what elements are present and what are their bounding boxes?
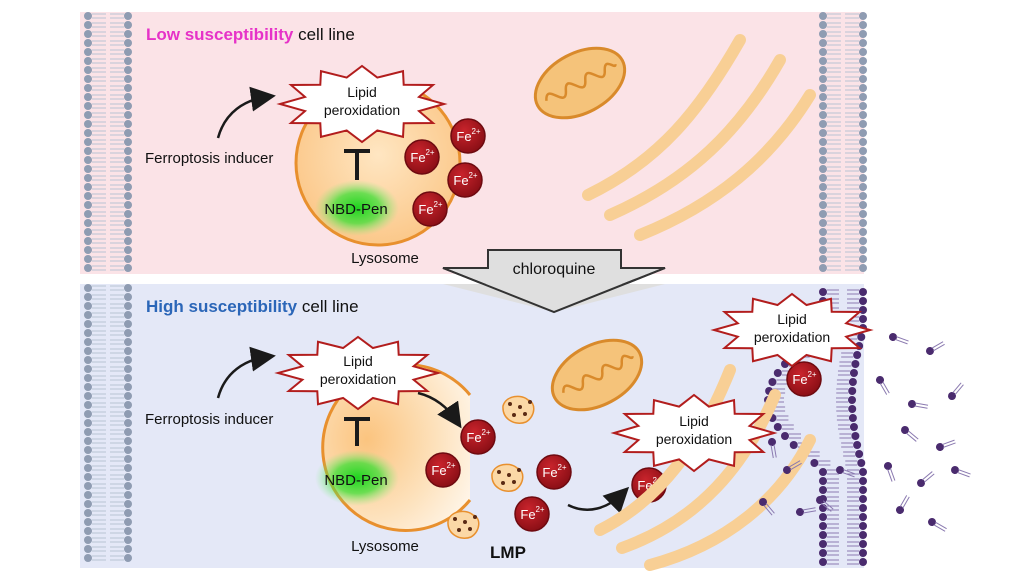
lipid-peroxidation-label-low-2: peroxidation bbox=[324, 102, 400, 118]
cell-membrane-left-low bbox=[84, 12, 132, 272]
lipid-peroxidation-label-membrane: Lipid bbox=[777, 311, 807, 327]
inducer-arrow-high bbox=[216, 346, 276, 399]
panel-high-susceptibility: High susceptibility cell line NBD-Pen Fe… bbox=[80, 267, 971, 571]
lipid-peroxidation-burst-er: Lipid peroxidation bbox=[610, 393, 778, 473]
lipid-peroxidation-burst-high-lysosome: Lipid peroxidation bbox=[274, 335, 442, 411]
svg-text:Fe: Fe bbox=[418, 202, 433, 217]
endoplasmic-reticulum-low bbox=[582, 34, 816, 241]
nbd-pen-label-low: NBD-Pen bbox=[324, 201, 387, 218]
lipid-peroxidation-burst-membrane: Lipid peroxidation bbox=[710, 292, 874, 368]
svg-text:2+: 2+ bbox=[471, 127, 480, 136]
endoplasmic-reticulum-high bbox=[594, 364, 816, 571]
svg-text:2+: 2+ bbox=[446, 461, 455, 470]
nbd-pen-probe-high bbox=[315, 450, 399, 506]
lysosome-membrane-fragment bbox=[447, 510, 480, 539]
lysosome-label-low: Lysosome bbox=[351, 250, 419, 267]
panel-low-susceptibility: Low susceptibility cell line NBD-Pen Fer… bbox=[80, 12, 867, 274]
inhibition-symbol-high bbox=[344, 417, 370, 446]
chloroquine-label: chloroquine bbox=[513, 261, 596, 278]
svg-text:2+: 2+ bbox=[557, 463, 566, 472]
lipid-peroxidation-burst-low: Lipid peroxidation bbox=[276, 64, 448, 144]
peroxidation-damage-arrow bbox=[417, 391, 462, 429]
lipid-peroxidation-label-high: Lipid bbox=[343, 353, 373, 369]
svg-text:2+: 2+ bbox=[807, 370, 816, 379]
mitochondrion-high bbox=[550, 338, 644, 412]
inducer-arrow-low bbox=[216, 86, 276, 139]
panel-title-high: High susceptibility cell line bbox=[146, 297, 359, 316]
lipid-peroxidation-label-high-2: peroxidation bbox=[320, 371, 396, 387]
svg-text:Fe: Fe bbox=[520, 507, 535, 522]
lysosome-label-high: Lysosome bbox=[351, 538, 419, 555]
svg-text:2+: 2+ bbox=[425, 148, 434, 157]
ferroptosis-inducer-label-high: Ferroptosis inducer bbox=[145, 411, 273, 428]
inhibition-symbol-low bbox=[344, 149, 370, 180]
nbd-pen-probe-low bbox=[315, 180, 399, 236]
lipid-peroxidation-label-er: Lipid bbox=[679, 413, 709, 429]
svg-text:Fe: Fe bbox=[410, 150, 425, 165]
lipid-peroxidation-label-er-2: peroxidation bbox=[656, 431, 732, 447]
scattered-damaged-lipids bbox=[759, 333, 971, 532]
lmp-label: LMP bbox=[490, 543, 526, 562]
svg-text:Fe: Fe bbox=[466, 430, 481, 445]
mitochondrion-low bbox=[533, 46, 627, 120]
svg-text:Fe: Fe bbox=[456, 129, 471, 144]
svg-text:2+: 2+ bbox=[481, 428, 490, 437]
cell-membrane-left-high bbox=[84, 284, 132, 562]
chloroquine-arrow-outline bbox=[442, 267, 666, 314]
svg-text:2+: 2+ bbox=[433, 200, 442, 209]
svg-text:Fe: Fe bbox=[542, 465, 557, 480]
svg-text:Fe: Fe bbox=[431, 463, 446, 478]
svg-text:Fe: Fe bbox=[792, 372, 807, 387]
lipid-peroxidation-label-membrane-2: peroxidation bbox=[754, 329, 830, 345]
nbd-pen-label-high: NBD-Pen bbox=[324, 472, 387, 489]
lysosome-membrane-fragment bbox=[502, 395, 535, 424]
iron-release-arrow bbox=[567, 486, 630, 514]
svg-text:2+: 2+ bbox=[535, 505, 544, 514]
panel-title-low: Low susceptibility cell line bbox=[146, 25, 355, 44]
lysosome-membrane-fragment bbox=[491, 463, 524, 492]
ferroptosis-inducer-label-low: Ferroptosis inducer bbox=[145, 150, 273, 167]
svg-text:2+: 2+ bbox=[468, 171, 477, 180]
svg-text:Fe: Fe bbox=[453, 173, 468, 188]
cell-membrane-right-low bbox=[819, 12, 867, 272]
lipid-peroxidation-label-low: Lipid bbox=[347, 84, 377, 100]
